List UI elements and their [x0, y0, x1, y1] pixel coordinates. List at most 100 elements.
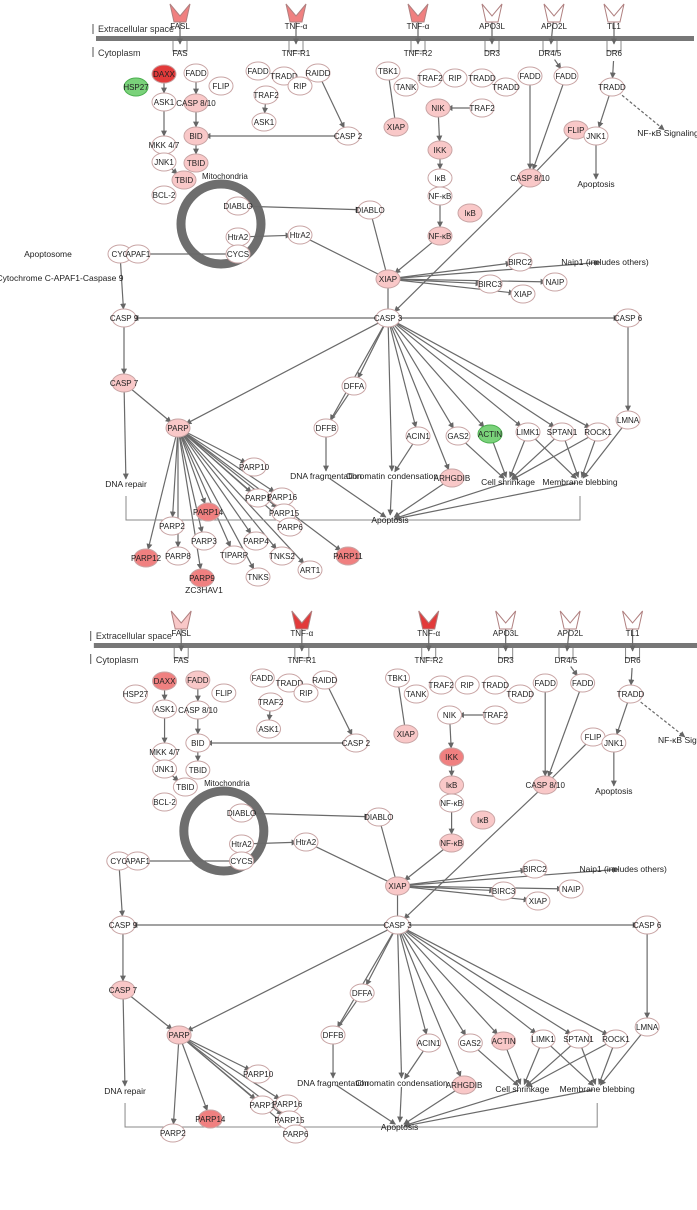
node-xiap3[interactable]: XIAP — [510, 284, 536, 304]
node-diablo1[interactable]: DIABLO — [227, 803, 256, 823]
node-daxx[interactable]: DAXX — [151, 64, 177, 84]
node-bid[interactable]: BID — [185, 733, 211, 753]
node-chrom[interactable]: Chromatin condensation — [346, 471, 438, 481]
node-tnfr1[interactable]: TNF-R1 — [282, 41, 311, 58]
node-casp7[interactable]: CASP 7 — [110, 373, 139, 393]
node-parp9[interactable]: PARP9 — [189, 568, 215, 588]
node-lmna[interactable]: LMNA — [615, 410, 641, 430]
node-apo2l[interactable]: APO2L — [557, 610, 584, 638]
node-parp[interactable]: PARP — [165, 418, 191, 438]
node-traf2c[interactable]: TRAF2 — [469, 98, 495, 118]
node-apop1[interactable]: Apoptosis — [577, 179, 614, 189]
node-dffa[interactable]: DFFA — [341, 376, 367, 396]
node-nik[interactable]: NIK — [425, 98, 451, 118]
node-dnafrag[interactable]: DNA fragmentation — [290, 471, 362, 481]
node-naip[interactable]: NAIP — [558, 879, 584, 899]
node-fadd1[interactable]: FADD — [183, 63, 209, 83]
node-dr6[interactable]: DR6 — [606, 41, 623, 58]
node-cycapaf[interactable]: Cytochrome C-APAF1-Caspase 9 — [0, 273, 124, 283]
node-tnfa[interactable]: TNF-α — [290, 610, 314, 638]
node-parp1[interactable]: PARP1 — [249, 1095, 276, 1115]
node-parp14[interactable]: PARP14 — [193, 502, 224, 522]
node-ikb2[interactable]: IκB — [457, 203, 483, 223]
node-cycs[interactable]: CYCS — [225, 244, 251, 264]
node-tradd1[interactable]: TRADD — [276, 673, 304, 693]
node-tbk1[interactable]: TBK1 — [375, 61, 401, 81]
node-tbid2[interactable]: TBID — [171, 170, 197, 190]
node-htra2a[interactable]: HtrA2 — [229, 834, 255, 854]
node-jnk1[interactable]: JNK1 — [152, 759, 178, 779]
node-acin1[interactable]: ACIN1 — [405, 426, 431, 446]
node-apo3l[interactable]: APO3L — [493, 610, 519, 638]
node-lmna[interactable]: LMNA — [634, 1017, 660, 1037]
node-jnk1[interactable]: JNK1 — [151, 152, 177, 172]
node-parp10[interactable]: PARP10 — [239, 457, 270, 477]
node-parp[interactable]: PARP — [166, 1025, 192, 1045]
node-raidd[interactable]: RAIDD — [312, 670, 337, 690]
node-rock1[interactable]: ROCK1 — [584, 422, 612, 442]
node-casp9[interactable]: CASP 9 — [109, 915, 138, 935]
node-flip1[interactable]: FLIP — [208, 76, 234, 96]
node-membleb[interactable]: Membrane blebbing — [542, 477, 617, 487]
node-tnfr1[interactable]: TNF-R1 — [288, 648, 317, 665]
node-dnafrag[interactable]: DNA fragmentation — [297, 1078, 369, 1088]
node-traf2a[interactable]: TRAF2 — [258, 692, 284, 712]
node-actin[interactable]: ACTIN — [477, 424, 503, 444]
node-arhgdib[interactable]: ARHGDIB — [434, 468, 470, 488]
node-apo3l[interactable]: APO3L — [479, 3, 505, 31]
node-htra2a[interactable]: HtrA2 — [225, 227, 251, 247]
node-nfkbsig[interactable]: NF-κB Signaling — [658, 735, 697, 745]
node-rip2[interactable]: RIP — [442, 68, 468, 88]
node-raidd[interactable]: RAIDD — [305, 63, 331, 83]
node-bcl2[interactable]: BCL-2 — [152, 792, 178, 812]
node-dr3[interactable]: DR3 — [498, 648, 515, 665]
node-fadd4[interactable]: FADD — [553, 66, 579, 86]
node-tank[interactable]: TANK — [393, 77, 419, 97]
node-tradd2[interactable]: TRADD — [481, 675, 509, 695]
node-diablo2[interactable]: DIABLO — [355, 200, 385, 220]
node-xiap1[interactable]: XIAP — [393, 724, 419, 744]
node-dnarepair[interactable]: DNA repair — [104, 1086, 146, 1096]
node-htra2b[interactable]: HtrA2 — [293, 832, 319, 852]
node-rip1[interactable]: RIP — [287, 76, 313, 96]
node-casp810b[interactable]: CASP 8/10 — [525, 775, 565, 795]
node-traf2b[interactable]: TRAF2 — [429, 675, 455, 695]
node-casp7[interactable]: CASP 7 — [109, 980, 138, 1000]
node-casp2[interactable]: CASP 2 — [334, 126, 363, 146]
node-art1[interactable]: ART1 — [297, 560, 323, 580]
node-tnfa2[interactable]: TNF-α — [417, 610, 441, 638]
node-tbid1[interactable]: TBID — [183, 153, 209, 173]
node-rip2[interactable]: RIP — [454, 675, 480, 695]
node-tbid1[interactable]: TBID — [185, 760, 211, 780]
node-ask1[interactable]: ASK1 — [152, 699, 178, 719]
node-parp8[interactable]: PARP8 — [165, 546, 191, 566]
node-tradd3[interactable]: TRADD — [506, 684, 534, 704]
node-ikb[interactable]: IκB — [439, 775, 465, 795]
node-xiap2[interactable]: XIAP — [385, 876, 411, 896]
node-ask1[interactable]: ASK1 — [151, 92, 177, 112]
node-fadd3[interactable]: FADD — [517, 66, 543, 86]
node-casp6[interactable]: CASP 6 — [633, 915, 662, 935]
node-fadd2[interactable]: FADD — [245, 61, 271, 81]
node-diablo2[interactable]: DIABLO — [364, 807, 393, 827]
node-htra2b[interactable]: HtrA2 — [287, 225, 313, 245]
node-apaf1[interactable]: APAF1 — [125, 851, 150, 871]
node-casp3[interactable]: CASP 3 — [383, 915, 412, 935]
node-fadd1[interactable]: FADD — [185, 670, 211, 690]
node-fasl[interactable]: FASL — [170, 610, 192, 638]
node-gas2[interactable]: GAS2 — [457, 1033, 483, 1053]
node-traf2a[interactable]: TRAF2 — [253, 85, 279, 105]
node-nfkb2[interactable]: NF-κB — [427, 226, 453, 246]
node-tnfr2[interactable]: TNF-R2 — [414, 648, 443, 665]
node-dnarepair[interactable]: DNA repair — [105, 479, 147, 489]
node-tnks[interactable]: TNKS — [245, 567, 271, 587]
node-sptan1[interactable]: SPTAN1 — [547, 422, 578, 442]
node-apaf1[interactable]: APAF1 — [125, 244, 151, 264]
node-dr6[interactable]: DR6 — [625, 648, 642, 665]
node-parp6[interactable]: PARP6 — [283, 1124, 309, 1144]
node-nik[interactable]: NIK — [437, 705, 463, 725]
node-tnfr2[interactable]: TNF-R2 — [404, 41, 433, 58]
node-tnfa[interactable]: TNF-α — [285, 3, 308, 31]
node-limk1[interactable]: LIMK1 — [530, 1029, 556, 1049]
node-parp4[interactable]: PARP4 — [243, 531, 269, 551]
